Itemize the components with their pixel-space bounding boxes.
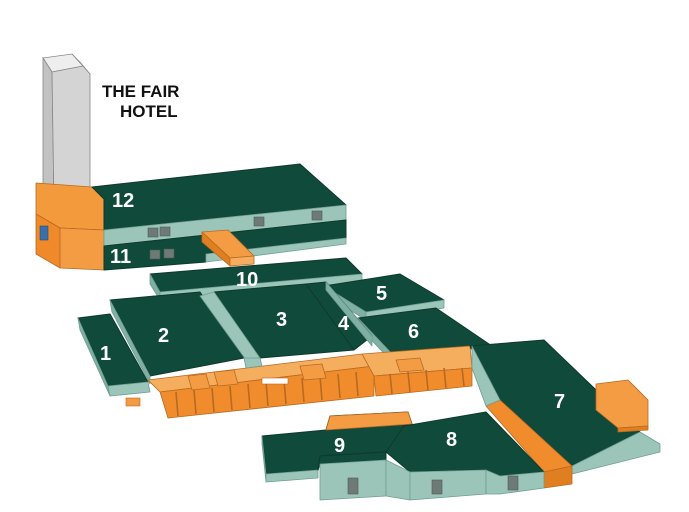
hall-1[interactable]: 1 [77,313,151,407]
hall-7-label: 7 [554,391,565,413]
hall-12[interactable]: 12 [91,163,347,247]
walkways [243,345,501,407]
hotel-name-line1: THE FAIR [102,82,179,101]
hall-2[interactable]: 2 [109,291,245,385]
central-arcade [147,345,473,419]
hall-5-label: 5 [376,283,387,305]
hotel-tower[interactable] [42,53,91,207]
hotel-base [35,182,105,271]
hall-12-label: 12 [112,190,134,212]
hall-3-label: 3 [276,309,287,331]
hall-7[interactable]: 7 [469,339,661,475]
hall-4[interactable]: 4 [305,281,373,351]
hotel-name-line2: HOTEL [120,102,178,121]
hall-8-label: 8 [446,429,457,451]
hall-9[interactable]: 9 [261,411,413,501]
hall-6-label: 6 [408,321,419,343]
hall-9-label: 9 [334,435,345,457]
connector-bridge-11-10 [201,229,255,267]
hall-11-label: 11 [110,246,131,268]
hall-4-label: 4 [338,313,350,335]
hall-2-label: 2 [158,325,169,347]
hall-8[interactable]: 8 [385,411,545,501]
hall-10-label: 10 [236,269,258,291]
hall-1-label: 1 [100,343,111,365]
